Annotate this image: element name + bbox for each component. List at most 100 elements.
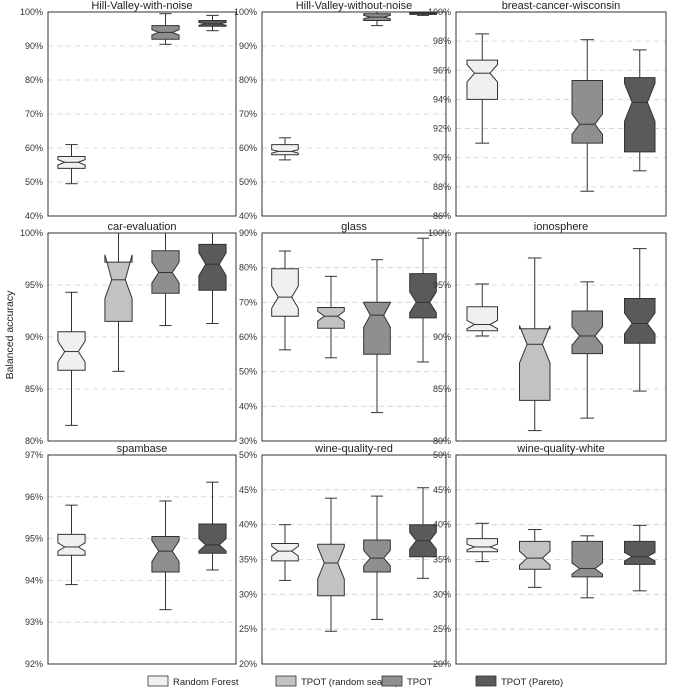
y-tick-label: 90% [25,41,43,51]
plot-frame [261,454,447,665]
box-body [151,250,180,294]
box-body [151,536,180,573]
legend-swatch [475,675,497,687]
box-body [466,59,498,100]
box-TPOT [151,500,180,611]
box-TPOT [363,495,391,620]
box-TPOT (random search) [104,232,133,372]
y-tick-label: 30% [239,436,257,446]
y-tick-label: 90% [25,332,43,342]
y-tick-label: 45% [433,485,451,495]
plot-frame [47,11,237,217]
box-TPOT (Pareto) [624,248,656,392]
panel-title: car-evaluation [107,221,176,233]
y-tick-label: 80% [433,436,451,446]
y-tick-label: 100% [20,228,43,238]
panel-ionosphere: 80%85%90%95%100%ionosphere [428,221,667,446]
y-tick-label: 95% [25,280,43,290]
box-TPOT (Pareto) [624,524,656,592]
legend-item: TPOT (random search) [275,675,399,688]
panels: 40%50%60%70%80%90%100%Hill-Valley-with-n… [20,0,667,669]
y-tick-label: 92% [433,124,451,134]
y-tick-label: 80% [239,75,257,85]
y-tick-label: 94% [25,575,43,585]
box-TPOT [363,11,391,27]
box-body [409,273,437,319]
y-tick-label: 80% [25,436,43,446]
box-body [57,331,86,371]
legend-label: TPOT (random search) [301,677,399,688]
y-tick-label: 60% [239,143,257,153]
y-tick-label: 45% [239,485,257,495]
box-body [317,543,345,597]
box-body [571,80,603,144]
box-body [571,540,603,578]
legend-item: TPOT [381,675,433,688]
panel-title: spambase [117,443,168,455]
y-tick-label: 60% [25,143,43,153]
y-tick-label: 60% [239,332,257,342]
box-body [571,310,603,355]
y-tick-label: 96% [25,492,43,502]
panel-title: wine-quality-white [516,443,604,455]
panel-title: wine-quality-red [314,443,393,455]
y-tick-label: 100% [20,7,43,17]
box-body [271,268,299,317]
box-TPOT (random search) [317,275,345,359]
box-TPOT [151,232,180,327]
y-tick-label: 90% [433,153,451,163]
box-body [624,298,656,344]
box-Random Forest [271,524,299,581]
y-tick-label: 35% [433,555,451,565]
legend-swatch [275,675,297,687]
y-tick-label: 86% [433,211,451,221]
y-tick-label: 95% [433,280,451,290]
box-TPOT (random search) [317,497,345,632]
y-tick-label: 97% [25,450,43,460]
panel-wine-quality-white: 20%25%30%35%40%45%50%wine-quality-white [433,443,667,669]
box-body [198,523,227,554]
panel-title: glass [341,221,367,233]
y-axis-label: Balanced accuracy [4,290,16,379]
y-tick-label: 90% [239,228,257,238]
legend-swatch [147,675,169,687]
panel-title: Hill-Valley-with-noise [91,0,192,12]
box-TPOT [363,259,391,414]
box-Random Forest [57,144,86,185]
box-body [624,77,656,153]
box-body [57,533,86,556]
box-TPOT (Pareto) [409,237,437,363]
y-tick-label: 35% [239,555,257,565]
panel-title: breast-cancer-wisconsin [502,0,621,12]
y-tick-label: 100% [234,7,257,17]
panel-Hill-Valley-without-noise: 40%50%60%70%80%90%100%Hill-Valley-withou… [234,0,447,221]
y-tick-label: 90% [433,332,451,342]
y-tick-label: 94% [433,94,451,104]
panel-title: ionosphere [534,221,588,233]
box-Random Forest [466,33,498,144]
box-TPOT (Pareto) [198,232,227,324]
box-TPOT [571,281,603,419]
y-tick-label: 93% [25,617,43,627]
plot-frame [261,232,447,442]
box-TPOT [571,535,603,599]
y-tick-label: 96% [433,65,451,75]
panel-car-evaluation: 80%85%90%95%100%car-evaluation [20,221,237,446]
plot-frame [455,232,667,442]
panel-spambase: 92%93%94%95%96%97%spambase [25,443,237,669]
y-tick-label: 50% [239,367,257,377]
legend-label: TPOT [407,677,433,688]
y-tick-label: 30% [239,589,257,599]
box-TPOT (random search) [519,529,551,588]
box-body [271,543,299,562]
y-tick-label: 40% [433,520,451,530]
y-tick-label: 30% [433,589,451,599]
y-tick-label: 50% [25,177,43,187]
legend-label: Random Forest [173,677,239,688]
y-tick-label: 40% [239,401,257,411]
box-TPOT [151,13,180,45]
box-Random Forest [466,522,498,563]
box-Random Forest [57,504,86,586]
box-TPOT (random search) [519,257,551,432]
box-TPOT [571,39,603,192]
